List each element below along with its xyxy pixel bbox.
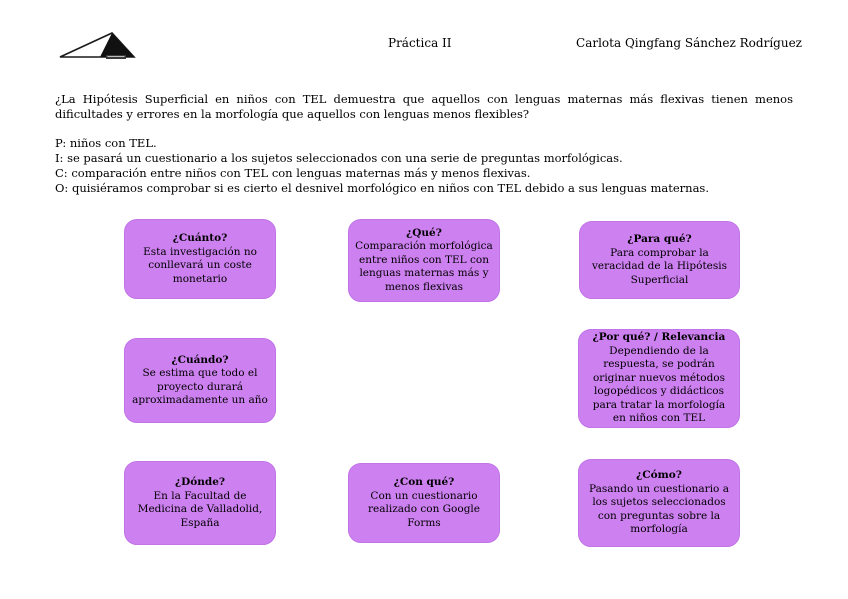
pico-population: P: niños con TEL. [55, 136, 157, 150]
box-body: Con un cuestionario realizado con Google… [367, 489, 480, 529]
box-title: ¿Para qué? [627, 233, 692, 245]
question-box-donde: ¿Dónde? En la Facultad de Medicina de Va… [124, 461, 276, 545]
faculty-triangle-logo [58, 30, 136, 62]
pico-list: P: niños con TEL. I: se pasará un cuesti… [55, 136, 793, 196]
pico-outcome: O: quisiéramos comprobar si es cierto el… [55, 181, 709, 195]
box-title: ¿Por qué? / Relevancia [592, 331, 726, 344]
box-title: ¿Cuánto? [172, 232, 228, 244]
question-box-como: ¿Cómo? Pasando un cuestionario a los suj… [578, 459, 740, 547]
research-question: ¿La Hipótesis Superficial en niños con T… [55, 92, 793, 121]
box-title: ¿Qué? [406, 226, 442, 239]
header-title: Práctica II [388, 36, 452, 50]
box-title: ¿Cuándo? [171, 353, 229, 366]
box-title: ¿Con qué? [393, 476, 455, 488]
box-title: ¿Dónde? [174, 476, 226, 488]
box-body: Pasando un cuestionario a los sujetos se… [589, 482, 729, 536]
box-body: Comparación morfológica entre niños con … [355, 240, 493, 293]
question-box-cuanto: ¿Cuánto? Esta investigación no conllevar… [124, 219, 276, 299]
box-body: Para comprobar la veracidad de la Hipóte… [591, 246, 728, 286]
box-body: Se estima que todo el proyecto durará ap… [132, 367, 268, 406]
pico-comparison: C: comparación entre niños con TEL con l… [55, 166, 531, 180]
question-box-cuando: ¿Cuándo? Se estima que todo el proyecto … [124, 338, 276, 423]
header-author: Carlota Qingfang Sánchez Rodríguez [576, 36, 802, 50]
question-box-porque-relevancia: ¿Por qué? / Relevancia Dependiendo de la… [578, 329, 740, 428]
box-title: ¿Cómo? [636, 469, 682, 482]
question-box-conque: ¿Con qué? Con un cuestionario realizado … [348, 463, 500, 543]
box-body: En la Facultad de Medicina de Valladolid… [137, 489, 263, 529]
question-box-que: ¿Qué? Comparación morfológica entre niño… [348, 219, 500, 302]
question-box-paraque: ¿Para qué? Para comprobar la veracidad d… [579, 221, 740, 299]
box-body: Esta investigación no conllevará un cost… [143, 245, 257, 285]
pico-intervention: I: se pasará un cuestionario a los sujet… [55, 151, 623, 165]
box-body: Dependiendo de la respuesta, se podrán o… [592, 344, 726, 425]
